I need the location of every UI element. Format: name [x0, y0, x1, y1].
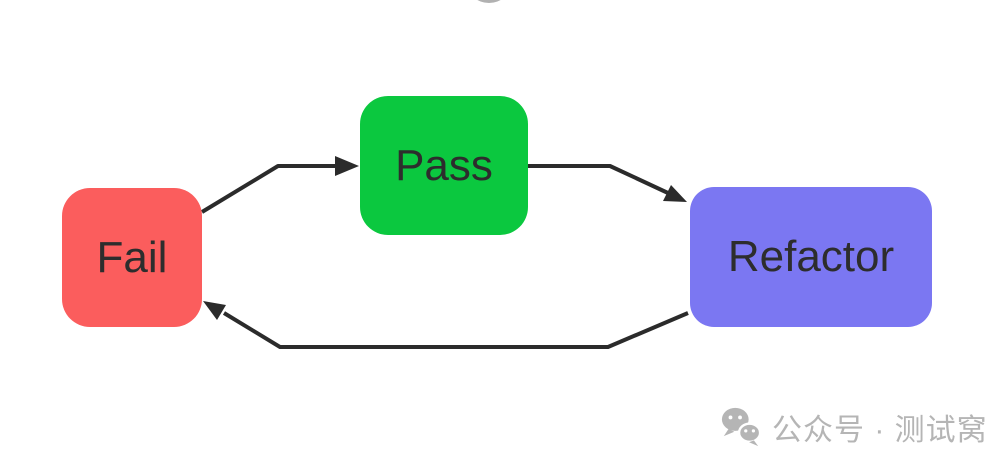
node-fail: Fail [62, 188, 202, 327]
top-partial-circle [467, 0, 511, 3]
wechat-icon [721, 407, 762, 447]
node-pass: Pass [360, 96, 528, 235]
watermark: 公众号 · 测试窝 [720, 404, 988, 450]
edge-pass-to-refactor [528, 164, 687, 202]
node-refactor: Refactor [690, 187, 932, 327]
node-refactor-label: Refactor [727, 232, 895, 281]
edge-refactor-to-fail [203, 301, 689, 349]
watermark-text: 公众号 · 测试窝 [772, 414, 988, 447]
edge-fail-to-pass [200, 156, 359, 214]
node-fail-label: Fail [96, 232, 168, 282]
node-pass-label: Pass [395, 140, 493, 190]
